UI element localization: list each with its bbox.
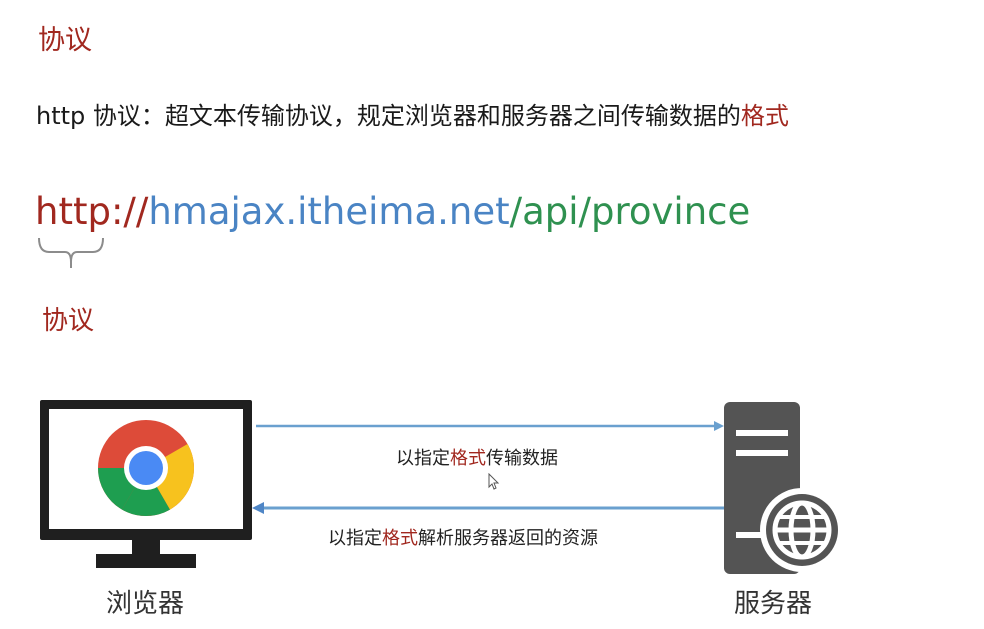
response-arrow	[252, 502, 726, 514]
protocol-description: http 协议：超文本传输协议，规定浏览器和服务器之间传输数据的格式	[36, 96, 789, 131]
monitor-icon	[40, 400, 252, 568]
request-arrow	[256, 421, 724, 431]
mouse-cursor-icon	[488, 473, 500, 490]
example-url: http://hmajax.itheima.net/api/province	[35, 190, 750, 233]
page-title: 协议	[38, 25, 92, 56]
server-icon	[724, 402, 844, 574]
response-label: 以指定格式解析服务器返回的资源	[328, 528, 598, 549]
scheme-brace-icon	[38, 237, 104, 268]
url-separator: ://	[110, 190, 149, 233]
url-host: hmajax.itheima.net	[148, 190, 510, 233]
browser-label: 浏览器	[106, 589, 185, 619]
description-highlight: 格式	[740, 102, 789, 130]
description-text: http 协议：超文本传输协议，规定浏览器和服务器之间传输数据的	[36, 102, 741, 130]
chrome-icon	[98, 420, 194, 517]
scheme-label: 协议	[42, 306, 95, 336]
request-label: 以指定格式传输数据	[396, 448, 558, 469]
request-response-arrows	[252, 421, 726, 514]
url-scheme: http	[35, 190, 111, 233]
globe-icon	[760, 488, 844, 572]
url-path: /api/province	[509, 190, 751, 233]
server-label: 服务器	[734, 589, 813, 619]
